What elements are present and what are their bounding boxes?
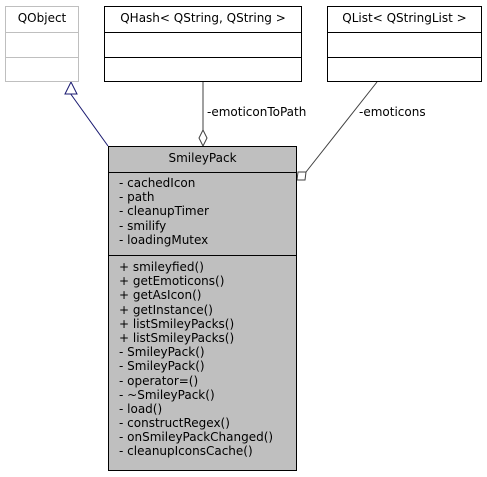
attribute-row: - loadingMutex [119, 232, 209, 247]
inheritance-edge [69, 92, 109, 147]
method-row: - load() [119, 401, 163, 416]
method-row: - cleanupIconsCache() [119, 444, 253, 459]
class-qhash[interactable]: QHash< QString, QString > [104, 6, 302, 82]
class-qlist[interactable]: QList< QStringList > [327, 6, 482, 82]
method-row: + getEmoticons() [119, 274, 225, 289]
class-smileypack-name: SmileyPack [168, 151, 237, 165]
method-row: - operator=() [119, 373, 199, 388]
class-smileypack-divider-1 [109, 172, 296, 173]
emoticonToPath-label: -emoticonToPath [207, 105, 307, 119]
class-qlist-divider-2 [328, 57, 481, 58]
method-row: + listSmileyPacks() [119, 330, 235, 345]
class-qobject-name: QObject [17, 11, 67, 25]
method-row: - ~SmileyPack() [119, 387, 215, 402]
class-qhash-divider-1 [105, 32, 301, 33]
attribute-row: - smilify [119, 218, 167, 233]
method-row: + getInstance() [119, 302, 213, 317]
class-qlist-divider-1 [328, 32, 481, 33]
method-row: + getAsIcon() [119, 288, 202, 303]
class-smileypack-methods: + smileyfied()+ getEmoticons()+ getAsIco… [109, 260, 296, 459]
method-row: - SmileyPack() [119, 359, 205, 374]
inheritance-arrowhead [64, 80, 78, 95]
method-row: - constructRegex() [119, 416, 230, 431]
emoticons-edge [305, 81, 378, 173]
class-qobject-divider-1 [6, 32, 78, 33]
method-row: + smileyfied() [119, 260, 204, 274]
emoticons-diamond [296, 171, 307, 181]
class-qobject-divider-2 [6, 57, 78, 58]
attribute-row: - path [119, 190, 155, 205]
emoticons-label: -emoticons [359, 105, 426, 119]
class-qhash-divider-2 [105, 57, 301, 58]
class-smileypack[interactable]: SmileyPack - cachedIcon- path- cleanupTi… [108, 146, 297, 471]
attribute-row: - cachedIcon [119, 176, 196, 190]
class-smileypack-divider-2 [109, 255, 296, 256]
class-qlist-name: QList< QStringList > [342, 11, 467, 25]
method-row: - onSmileyPackChanged() [119, 430, 274, 445]
class-qobject[interactable]: QObject [5, 6, 79, 82]
class-smileypack-attributes: - cachedIcon- path- cleanupTimer- smilif… [109, 176, 296, 247]
attribute-row: - cleanupTimer [119, 204, 209, 219]
class-qhash-name: QHash< QString, QString > [120, 11, 286, 25]
method-row: - SmileyPack() [119, 345, 205, 360]
emoticonToPath-diamond [198, 128, 208, 148]
method-row: + listSmileyPacks() [119, 316, 235, 331]
